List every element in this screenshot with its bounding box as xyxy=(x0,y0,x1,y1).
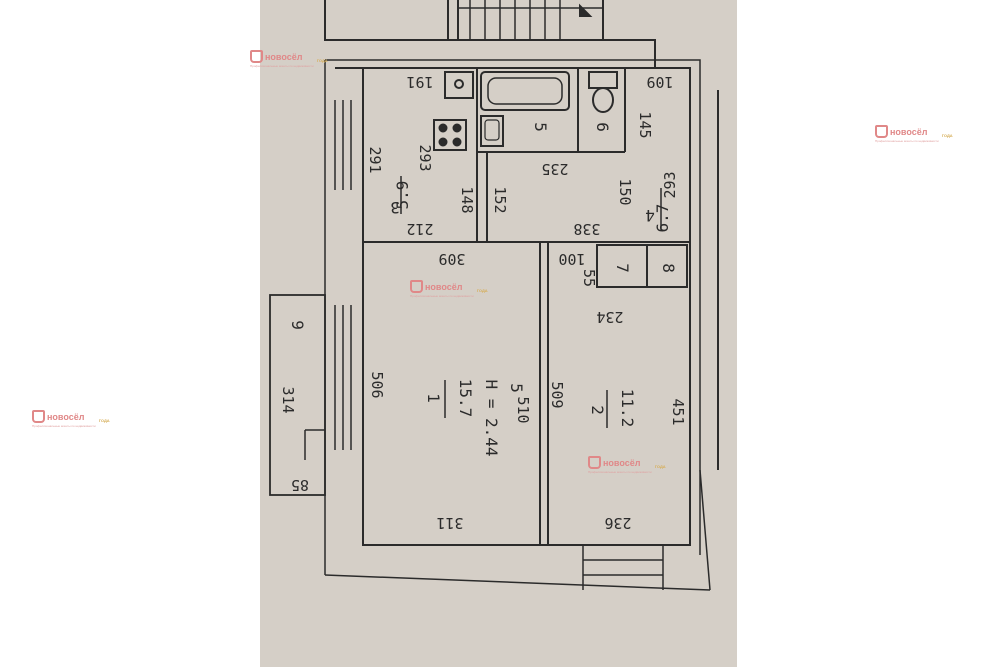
toilet-bowl-icon xyxy=(592,87,614,113)
watermark-logo: новосёл Профессиональные агенты по недви… xyxy=(250,50,328,68)
dim-212: 212 xyxy=(406,220,433,238)
house-logo-icon xyxy=(588,456,601,469)
outer-wall-inner xyxy=(335,67,691,546)
house-logo-icon xyxy=(250,50,263,63)
dim-311: 311 xyxy=(436,514,463,532)
dim-109: 109 xyxy=(646,73,673,91)
stair-rail xyxy=(447,0,459,40)
room-4-area: 6.7 xyxy=(653,204,672,233)
room-4-number: 4 xyxy=(645,206,655,225)
dim-451: 451 xyxy=(669,398,687,425)
room-1-height: H = 2.44 xyxy=(482,379,501,456)
bathtub-icon xyxy=(480,71,570,111)
watermark-logo: новосёл Профессиональные агенты по недви… xyxy=(875,125,953,143)
dim-236: 236 xyxy=(604,514,631,532)
dim-509: 509 xyxy=(548,381,566,408)
closet-8 xyxy=(646,244,688,288)
toilet-tank-icon xyxy=(588,71,618,89)
sink-icon xyxy=(444,71,474,99)
room-6-number: 6 xyxy=(593,122,612,132)
watermark-logo: новосёл Профессиональные агенты по недви… xyxy=(32,410,110,428)
dim-291: 291 xyxy=(366,146,384,173)
room-1-area: 15.7 xyxy=(456,379,475,418)
dim-148: 148 xyxy=(458,186,476,213)
room-1-height-mark: 5 xyxy=(507,383,526,393)
dim-191: 191 xyxy=(406,73,433,91)
room-3-number: 3 xyxy=(390,198,400,217)
dim-55: 55 xyxy=(580,269,598,287)
dim-100: 100 xyxy=(558,250,585,268)
stair-arrow xyxy=(579,3,593,17)
watermark-logo: новосёл Профессиональные агенты по недви… xyxy=(410,280,488,298)
room-3-area: 5.9 xyxy=(393,181,412,210)
room-8-number: 8 xyxy=(659,263,678,273)
room-7-number: 7 xyxy=(613,263,632,273)
dim-235: 235 xyxy=(541,160,568,178)
room-2-number: 2 xyxy=(588,405,607,415)
plan-paper xyxy=(260,0,737,667)
room-2-area: 11.2 xyxy=(618,389,637,428)
balcony xyxy=(269,294,326,496)
room-1-number: 1 xyxy=(424,393,443,403)
stair-steps xyxy=(458,0,603,40)
entrance-steps xyxy=(582,545,664,590)
dim-293a: 293 xyxy=(416,144,434,171)
dim-293b: 293 xyxy=(661,171,679,198)
stove-icon xyxy=(433,119,467,151)
room-5-number: 5 xyxy=(531,122,550,132)
washbasin-icon xyxy=(480,115,504,147)
house-logo-icon xyxy=(32,410,45,423)
stairwell-walls xyxy=(324,0,604,41)
dim-234: 234 xyxy=(596,308,623,326)
stair-landing xyxy=(603,39,656,68)
dim-145: 145 xyxy=(636,111,654,138)
left-facade xyxy=(324,60,711,591)
outer-wall-outer xyxy=(325,59,701,555)
house-logo-icon xyxy=(875,125,888,138)
dim-309: 309 xyxy=(438,250,465,268)
room-9-number: 9 xyxy=(288,320,307,330)
watermark-logo: новосёл Профессиональные агенты по недви… xyxy=(588,456,666,474)
dim-510: 510 xyxy=(514,396,532,423)
house-logo-icon xyxy=(410,280,423,293)
dim-338: 338 xyxy=(573,220,600,238)
dim-150: 150 xyxy=(616,178,634,205)
dim-314: 314 xyxy=(279,386,297,413)
dim-85: 85 xyxy=(291,476,309,494)
dim-152: 152 xyxy=(491,186,509,213)
dim-506: 506 xyxy=(368,371,386,398)
